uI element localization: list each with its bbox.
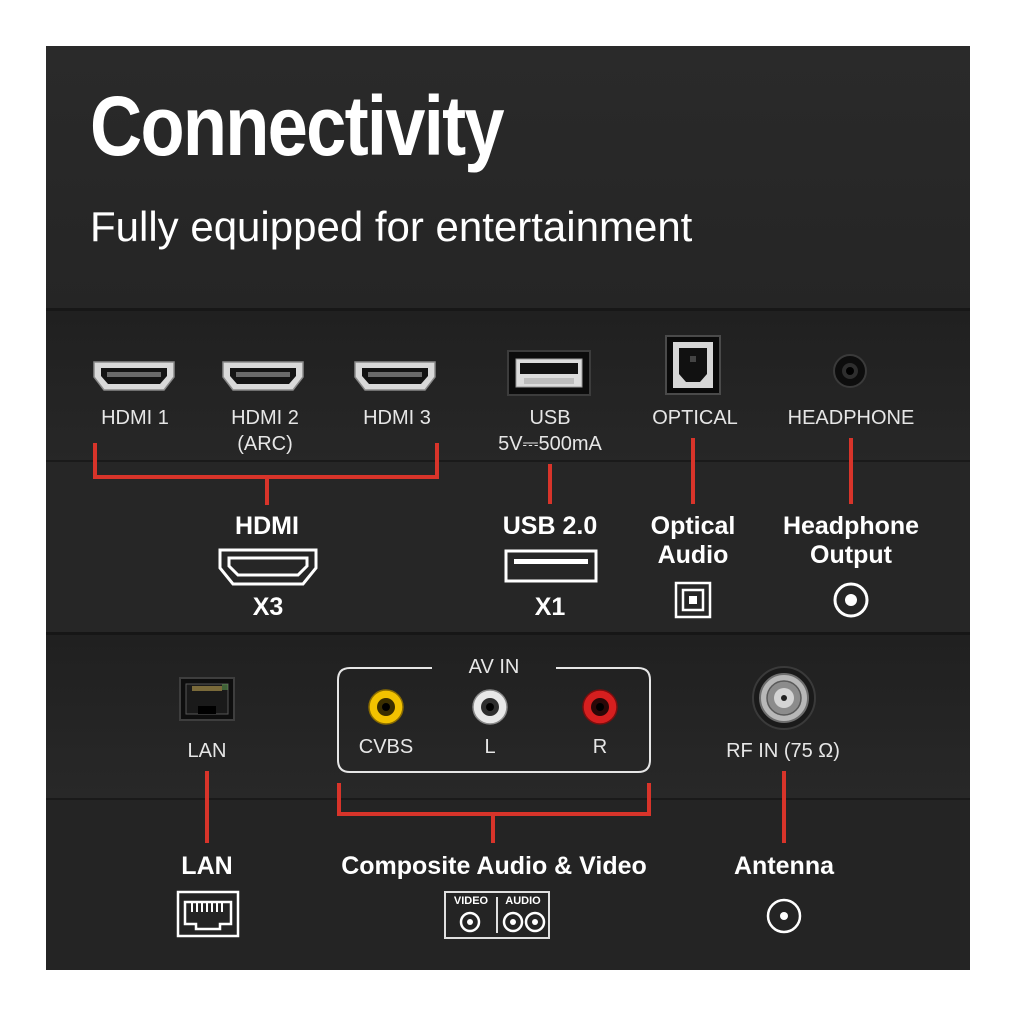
lan-port-icon — [179, 677, 235, 721]
antenna-feature-title: Antenna — [734, 852, 834, 880]
usb-feature-title: USB 2.0 — [502, 512, 598, 540]
page-title: Connectivity — [90, 79, 505, 173]
composite-audio-tag: AUDIO — [505, 895, 541, 907]
features-band-top — [46, 460, 970, 634]
optical-feature-title: Optical — [650, 512, 736, 540]
antenna-outline-icon — [766, 898, 802, 934]
audio-right-port-label: R — [592, 736, 608, 758]
hdmi-port-icon — [222, 361, 304, 391]
headphone-outline-icon — [833, 582, 869, 618]
usb-port-icon — [507, 350, 591, 396]
header-band — [46, 46, 970, 308]
usb-spec-label: 5V⎓500mA — [498, 433, 602, 455]
hdmi3-port-label: HDMI 3 — [363, 407, 431, 429]
headphone-feature-subtitle: Output — [810, 541, 892, 569]
rca-yellow-jack-icon — [368, 689, 404, 725]
rf-coax-port-icon — [752, 666, 816, 730]
antenna-connector-line — [782, 771, 786, 843]
hdmi-port-icon — [93, 361, 175, 391]
composite-outline-icon: VIDEO AUDIO — [444, 891, 550, 939]
lan-feature-title: LAN — [181, 852, 233, 880]
hdmi-port-icon — [354, 361, 436, 391]
composite-divider — [496, 897, 498, 933]
usb-connector-line — [548, 464, 552, 504]
hdmi-bracket-left — [93, 443, 97, 477]
av-in-label: AV IN — [468, 656, 520, 678]
audio-jacks-icon — [502, 911, 546, 933]
hdmi-feature-title: HDMI — [235, 512, 299, 540]
optical-port-label: OPTICAL — [652, 407, 738, 429]
composite-bracket-right — [647, 783, 651, 815]
hdmi2-port-label: HDMI 2 — [231, 407, 299, 429]
composite-video-tag: VIDEO — [453, 895, 489, 907]
cvbs-port-label: CVBS — [358, 736, 414, 758]
connectivity-panel: Connectivity Fully equipped for entertai… — [46, 46, 970, 970]
lan-port-label: LAN — [187, 740, 227, 762]
optical-outline-icon — [674, 581, 712, 619]
hdmi-count-label: X3 — [252, 593, 284, 621]
optical-port-icon — [665, 335, 721, 395]
optical-connector-line — [691, 438, 695, 504]
lan-connector-line — [205, 771, 209, 843]
composite-bracket-left — [337, 783, 341, 815]
rca-white-jack-icon — [472, 689, 508, 725]
features-band-bottom — [46, 798, 970, 970]
hdmi-bracket-stem — [265, 477, 269, 505]
composite-bracket-stem — [491, 814, 495, 843]
optical-feature-subtitle: Audio — [657, 541, 729, 569]
hdmi-bracket-right — [435, 443, 439, 477]
hdmi1-port-label: HDMI 1 — [101, 407, 169, 429]
headphone-feature-title: Headphone — [782, 512, 920, 540]
lan-outline-icon — [176, 890, 240, 938]
audio-left-port-label: L — [484, 736, 496, 758]
rf-in-port-label: RF IN (75 Ω) — [726, 740, 840, 762]
headphone-port-label: HEADPHONE — [787, 407, 915, 429]
page-subtitle: Fully equipped for entertainment — [90, 203, 693, 250]
usb-port-label: USB — [529, 407, 571, 429]
video-jack-icon — [459, 911, 481, 933]
headphone-jack-icon — [833, 354, 867, 388]
hdmi-outline-icon — [218, 548, 318, 586]
av-in-frame — [337, 667, 651, 773]
usb-count-label: X1 — [534, 593, 566, 621]
headphone-connector-line — [849, 438, 853, 504]
hdmi2-arc-label: (ARC) — [237, 433, 293, 455]
rca-red-jack-icon — [582, 689, 618, 725]
usb-outline-icon — [504, 549, 598, 583]
composite-feature-title: Composite Audio & Video — [341, 852, 647, 880]
